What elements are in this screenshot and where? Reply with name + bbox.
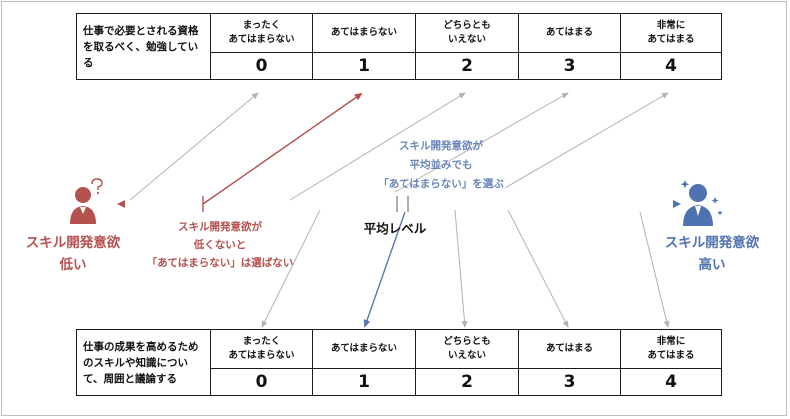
arrow-to-bottom-2 bbox=[454, 209, 468, 328]
arrow-to-bottom-4 bbox=[639, 211, 670, 328]
blue-arrow bbox=[363, 211, 406, 328]
top-option-3-label: あてはまる bbox=[518, 13, 621, 53]
top-likert-table: 仕事で必要とされる資格を取るべく、勉強している まったくあてはまらない あてはま… bbox=[76, 13, 722, 80]
top-option-4-label: 非常にあてはまる bbox=[620, 13, 722, 53]
top-option-2-label: どちらともいえない bbox=[415, 13, 519, 53]
left-pole-line1: スキル開発意欲 bbox=[25, 235, 121, 251]
bottom-option-4-value: 4 bbox=[620, 368, 722, 396]
blue-annotation-line3: 「あてはまらない」を選ぶ bbox=[378, 178, 504, 190]
red-annotation-line2: 低くないと bbox=[193, 239, 247, 251]
right-pole-line1: スキル開発意欲 bbox=[664, 235, 760, 251]
average-level-label: 平均レベル bbox=[363, 221, 427, 236]
top-option-1-value: 1 bbox=[312, 52, 416, 80]
bottom-option-2-value: 2 bbox=[415, 368, 519, 396]
arrow-to-top-2 bbox=[289, 92, 466, 201]
bottom-option-0-value: 0 bbox=[210, 368, 313, 396]
right-pole-label: スキル開発意欲 高い bbox=[642, 232, 782, 276]
arrow-to-top-0 bbox=[129, 92, 259, 201]
left-pole-label: スキル開発意欲 低い bbox=[10, 232, 136, 276]
arrow-to-bottom-3 bbox=[507, 209, 569, 328]
blue-annotation-line1: スキル開発意欲が bbox=[399, 140, 483, 152]
top-option-2-value: 2 bbox=[415, 52, 519, 80]
arrow-to-top-3 bbox=[394, 92, 569, 193]
top-option-4-value: 4 bbox=[620, 52, 722, 80]
bottom-option-2-label: どちらともいえない bbox=[415, 329, 519, 369]
red-arrow bbox=[202, 92, 363, 205]
red-annotation-line3: 「あてはまらない」は選ばない bbox=[146, 257, 294, 269]
confused-person-icon bbox=[70, 178, 103, 224]
arrow-to-top-4 bbox=[504, 92, 669, 189]
top-option-1-label: あてはまらない bbox=[312, 13, 416, 53]
left-pole-line2: 低い bbox=[59, 257, 87, 273]
top-question: 仕事で必要とされる資格を取るべく、勉強している bbox=[76, 13, 211, 80]
bottom-option-4-label: 非常にあてはまる bbox=[620, 329, 722, 369]
top-option-0-label: まったくあてはまらない bbox=[210, 13, 313, 53]
gray-arrows-top bbox=[129, 92, 669, 201]
top-option-0-value: 0 bbox=[210, 52, 313, 80]
bottom-option-1-label: あてはまらない bbox=[312, 329, 416, 369]
bottom-option-3-value: 3 bbox=[518, 368, 621, 396]
confident-person-icon bbox=[680, 180, 723, 226]
top-option-3-value: 3 bbox=[518, 52, 621, 80]
arrow-to-bottom-0 bbox=[261, 209, 321, 328]
red-annotation: スキル開発意欲が 低くないと 「あてはまらない」は選ばない bbox=[120, 218, 320, 272]
bottom-likert-table: 仕事の成果を高めるためのスキルや知識について、周囲と議論する まったくあてはまら… bbox=[76, 329, 722, 396]
blue-annotation: スキル開発意欲が 平均並みでも 「あてはまらない」を選ぶ bbox=[336, 137, 546, 194]
bottom-option-3-label: あてはまる bbox=[518, 329, 621, 369]
right-pole-line2: 高い bbox=[698, 257, 726, 273]
bottom-question: 仕事の成果を高めるためのスキルや知識について、周囲と議論する bbox=[76, 329, 211, 396]
blue-annotation-line2: 平均並みでも bbox=[409, 159, 473, 171]
bottom-option-0-label: まったくあてはまらない bbox=[210, 329, 313, 369]
red-annotation-line1: スキル開発意欲が bbox=[178, 221, 262, 233]
bottom-option-1-value: 1 bbox=[312, 368, 416, 396]
gray-arrows-bottom bbox=[261, 209, 670, 328]
